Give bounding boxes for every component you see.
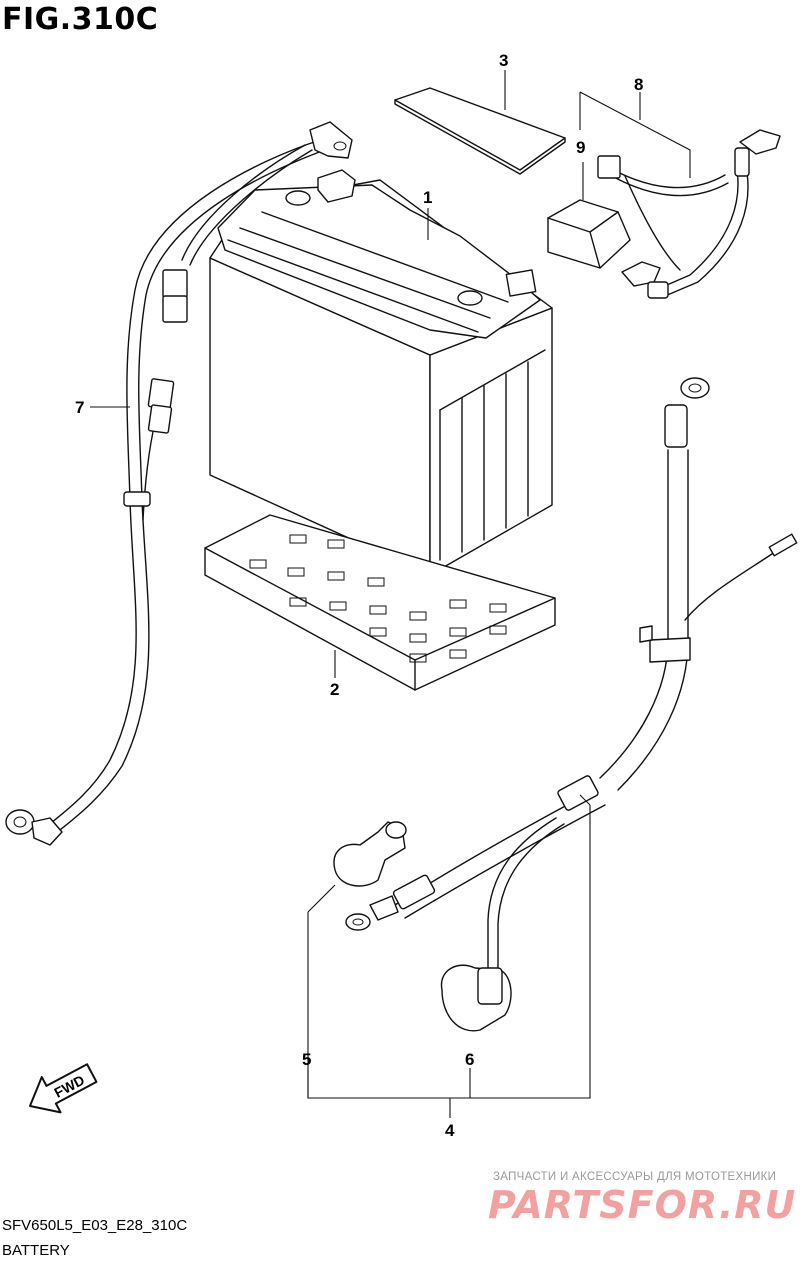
part-5-terminal-cap — [333, 821, 407, 887]
callout-8: 8 — [634, 75, 643, 94]
part-1-battery — [209, 169, 553, 576]
callout-4: 4 — [445, 1121, 455, 1140]
part-9-terminal-cover — [547, 199, 631, 269]
leader-lines — [90, 70, 691, 1118]
watermark-subtitle: ЗАПЧАСТИ И АКСЕССУАРЫ ДЛЯ МОТОТЕХНИКИ — [493, 1171, 777, 1183]
callout-5: 5 — [302, 1050, 311, 1069]
part-3-pad — [394, 87, 566, 175]
callout-3: 3 — [499, 51, 508, 70]
callout-1: 1 — [423, 188, 432, 207]
figure-name: BATTERY — [2, 1242, 70, 1259]
part-6-ground-wire — [440, 817, 565, 1032]
callout-labels: 1 2 3 4 5 6 7 8 9 — [75, 51, 643, 1140]
figure-model-code: SFV650L5_E03_E28_310C — [2, 1217, 188, 1234]
figure-title: FIG.310C — [2, 2, 159, 37]
watermark-logo: PARTSFOR.RU — [488, 1183, 797, 1227]
part-8-short-lead — [597, 129, 781, 299]
forward-arrow-icon: FWD — [28, 1063, 98, 1114]
callout-6: 6 — [465, 1050, 474, 1069]
callout-2: 2 — [330, 680, 339, 699]
tray-slot-grid — [249, 534, 507, 663]
part-2-battery-tray — [204, 514, 556, 691]
callout-9: 9 — [576, 138, 585, 157]
part-4-cable-assembly — [345, 377, 798, 931]
callout-7: 7 — [75, 398, 84, 417]
part-7-lead-wire — [5, 121, 353, 846]
